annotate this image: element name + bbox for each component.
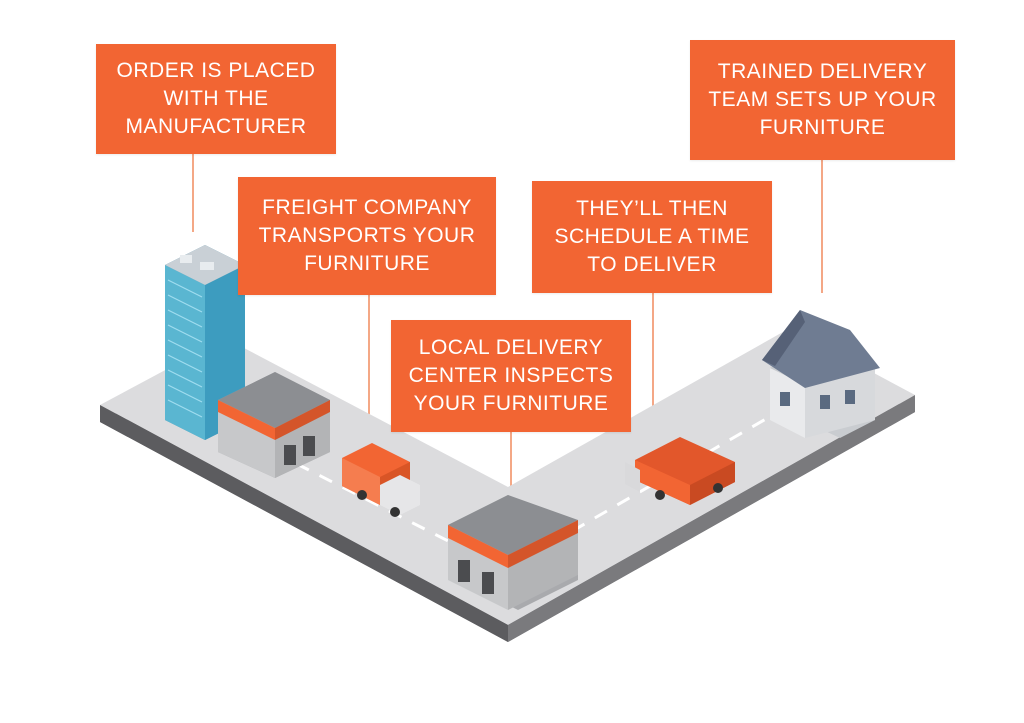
step-order-line-1: ORDER IS PLACED — [116, 59, 316, 82]
step-freight-line-3: FURNITURE — [304, 252, 430, 275]
house — [762, 310, 880, 438]
step-team-line-1: TRAINED DELIVERY — [717, 60, 928, 83]
step-local-line-2: CENTER INSPECTS — [408, 364, 614, 387]
step-schedule-line-3: TO DELIVER — [587, 253, 717, 276]
warehouse-center — [448, 495, 578, 610]
step-team-line-3: FURNITURE — [759, 116, 886, 139]
delivery-van — [625, 437, 735, 505]
step-team-line-2: TEAM SETS UP YOUR — [708, 88, 937, 111]
step-order-placed: ORDER IS PLACED WITH THE MANUFACTURER — [96, 44, 336, 154]
step-local-line-3: YOUR FURNITURE — [413, 392, 609, 415]
box-truck — [342, 443, 420, 517]
step-local-inspection: LOCAL DELIVERY CENTER INSPECTS YOUR FURN… — [391, 320, 631, 432]
step-freight-line-2: TRANSPORTS YOUR — [258, 224, 476, 247]
step-order-line-3: MANUFACTURER — [125, 115, 307, 138]
step-freight-transport: FREIGHT COMPANY TRANSPORTS YOUR FURNITUR… — [238, 177, 496, 295]
step-schedule-delivery: THEY’LL THEN SCHEDULE A TIME TO DELIVER — [532, 181, 772, 293]
step-team-setup: TRAINED DELIVERY TEAM SETS UP YOUR FURNI… — [690, 40, 955, 160]
warehouse-left — [218, 372, 330, 478]
step-schedule-line-1: THEY’LL THEN — [576, 197, 728, 220]
step-freight-line-1: FREIGHT COMPANY — [262, 196, 472, 219]
step-schedule-line-2: SCHEDULE A TIME — [554, 225, 750, 248]
step-local-line-1: LOCAL DELIVERY — [418, 336, 604, 359]
step-order-line-2: WITH THE — [163, 87, 269, 110]
